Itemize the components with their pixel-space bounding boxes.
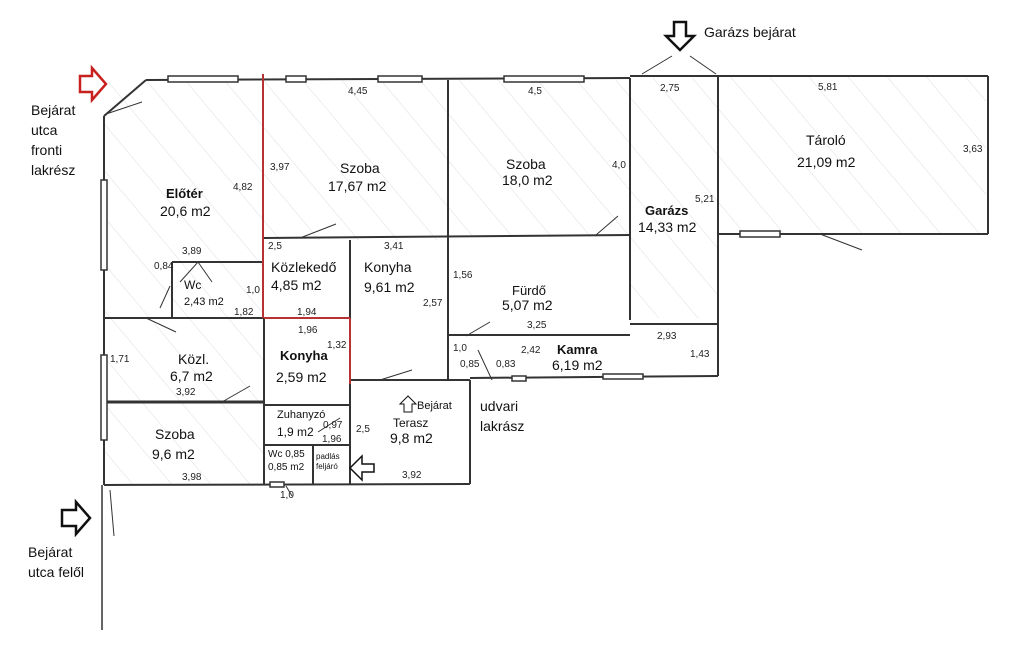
dim-label: 4,5 bbox=[528, 86, 542, 97]
dim-label: 1,96 bbox=[298, 325, 318, 336]
front-entrance-line: fronti bbox=[31, 142, 63, 158]
dim-label: 2,42 bbox=[521, 345, 541, 356]
room-zuhanyzo-name: Zuhanyzó bbox=[277, 409, 326, 421]
dim-label: 1,94 bbox=[297, 307, 317, 318]
front-entrance-line: lakrész bbox=[31, 162, 76, 178]
room-tarolo-area: 21,09 m2 bbox=[797, 154, 856, 170]
dim-label: 2,75 bbox=[660, 83, 680, 94]
room-szoba2-area: 18,0 m2 bbox=[502, 172, 553, 188]
room-fills bbox=[104, 76, 986, 485]
arrow-icon-street bbox=[60, 498, 92, 538]
dim-label: 1,43 bbox=[690, 349, 710, 360]
room-wc1-name: Wc bbox=[184, 278, 202, 292]
dim-label: 2,5 bbox=[268, 241, 282, 252]
attic-access-line: padlás bbox=[316, 452, 340, 461]
room-kamra-name: Kamra bbox=[557, 342, 598, 357]
room-furdo-area: 5,07 m2 bbox=[502, 297, 553, 313]
dim-label: 0,97 bbox=[323, 420, 343, 431]
dim-label: 2,5 bbox=[356, 424, 370, 435]
dim-label: 5,21 bbox=[695, 194, 715, 205]
room-kozl-name: Közl. bbox=[178, 351, 210, 367]
room-szoba3-name: Szoba bbox=[155, 426, 195, 442]
room-konyha2-name: Konyha bbox=[280, 348, 328, 363]
yard-unit-line: lakrász bbox=[480, 418, 525, 434]
arrow-icon-attic bbox=[348, 454, 375, 482]
room-wc1-area: 2,43 m2 bbox=[184, 296, 224, 308]
room-kozlekedo-name: Közlekedő bbox=[271, 259, 337, 275]
dim-label: 3,63 bbox=[963, 144, 983, 155]
room-szoba2-name: Szoba bbox=[506, 156, 546, 172]
room-szoba3-area: 9,6 m2 bbox=[152, 446, 195, 462]
arrow-icon-front bbox=[78, 64, 108, 104]
front-entrance-label: Bejárat utca fronti lakrész bbox=[31, 100, 75, 180]
arrow-icon-garage bbox=[662, 20, 698, 52]
room-zuhanyzo-area: 1,9 m2 bbox=[277, 425, 314, 439]
room-terasz-area: 9,8 m2 bbox=[390, 430, 433, 446]
dim-label: 3,92 bbox=[176, 387, 196, 398]
room-tarolo-name: Tároló bbox=[806, 132, 846, 148]
dim-label: 1,71 bbox=[110, 354, 130, 365]
street-entrance-label: Bejárat utca felől bbox=[28, 542, 84, 582]
dim-label: 0,83 bbox=[496, 359, 516, 370]
dim-label: 1,0 bbox=[280, 490, 294, 501]
room-wc2-area: 0,85 m2 bbox=[268, 462, 305, 473]
dim-label: 5,81 bbox=[818, 82, 838, 93]
room-konyha2-area: 2,59 m2 bbox=[276, 369, 327, 385]
dim-label: 2,57 bbox=[423, 298, 443, 309]
dim-label: 3,97 bbox=[270, 162, 290, 173]
street-entrance-line: utca felől bbox=[28, 564, 85, 580]
garage-entrance-label: Garázs bejárat bbox=[704, 24, 796, 40]
yard-unit-line: udvari bbox=[480, 398, 519, 414]
room-eloter-area: 20,6 m2 bbox=[160, 203, 211, 219]
dim-label: 3,98 bbox=[182, 472, 202, 483]
door-swings bbox=[105, 55, 863, 537]
dim-label: 1,56 bbox=[453, 270, 473, 281]
yard-unit-label: udvari lakrász bbox=[480, 396, 524, 436]
room-terasz-name: Terasz bbox=[393, 416, 429, 430]
attic-access-line: feljáró bbox=[316, 462, 338, 471]
room-szoba1-area: 17,67 m2 bbox=[328, 178, 387, 194]
dim-label: 1,32 bbox=[327, 340, 347, 351]
room-eloter-name: Előtér bbox=[166, 186, 203, 201]
dim-label: 1,96 bbox=[322, 434, 342, 445]
room-furdo-name: Fürdő bbox=[512, 283, 546, 298]
room-kozl-area: 6,7 m2 bbox=[170, 368, 213, 384]
dim-label: 0,85 bbox=[460, 359, 480, 370]
room-szoba1-name: Szoba bbox=[340, 160, 380, 176]
windows bbox=[100, 75, 781, 488]
red-walls bbox=[262, 74, 351, 384]
terrace-entrance-label: Bejárat bbox=[417, 400, 452, 412]
room-garazs-name: Garázs bbox=[645, 203, 689, 218]
dim-label: 1,0 bbox=[453, 343, 467, 354]
room-kozlekedo-area: 4,85 m2 bbox=[271, 277, 322, 293]
dim-label: 2,93 bbox=[657, 331, 677, 342]
attic-access-label: padlás feljáró bbox=[316, 452, 340, 472]
room-kamra-area: 6,19 m2 bbox=[552, 357, 603, 373]
room-konyha1-name: Konyha bbox=[364, 259, 412, 275]
dim-label: 3,89 bbox=[182, 246, 202, 257]
dim-label: 3,25 bbox=[527, 320, 547, 331]
street-entrance-line: Bejárat bbox=[28, 544, 73, 560]
dim-label: 4,82 bbox=[233, 182, 253, 193]
dim-label: 3,92 bbox=[402, 470, 422, 481]
dim-label: 4,0 bbox=[612, 160, 626, 171]
room-konyha1-area: 9,61 m2 bbox=[364, 279, 415, 295]
front-entrance-line: utca bbox=[31, 122, 58, 138]
room-wc2-name: Wc 0,85 bbox=[268, 449, 305, 460]
dim-label: 3,41 bbox=[384, 241, 404, 252]
dim-label: 1,0 bbox=[246, 285, 260, 296]
front-entrance-line: Bejárat bbox=[31, 102, 76, 118]
arrow-icon-terrace bbox=[398, 395, 418, 413]
dim-label: 4,45 bbox=[348, 86, 368, 97]
dim-label: 0,84 bbox=[154, 261, 174, 272]
room-garazs-area: 14,33 m2 bbox=[638, 219, 697, 235]
dim-label: 1,82 bbox=[234, 307, 254, 318]
